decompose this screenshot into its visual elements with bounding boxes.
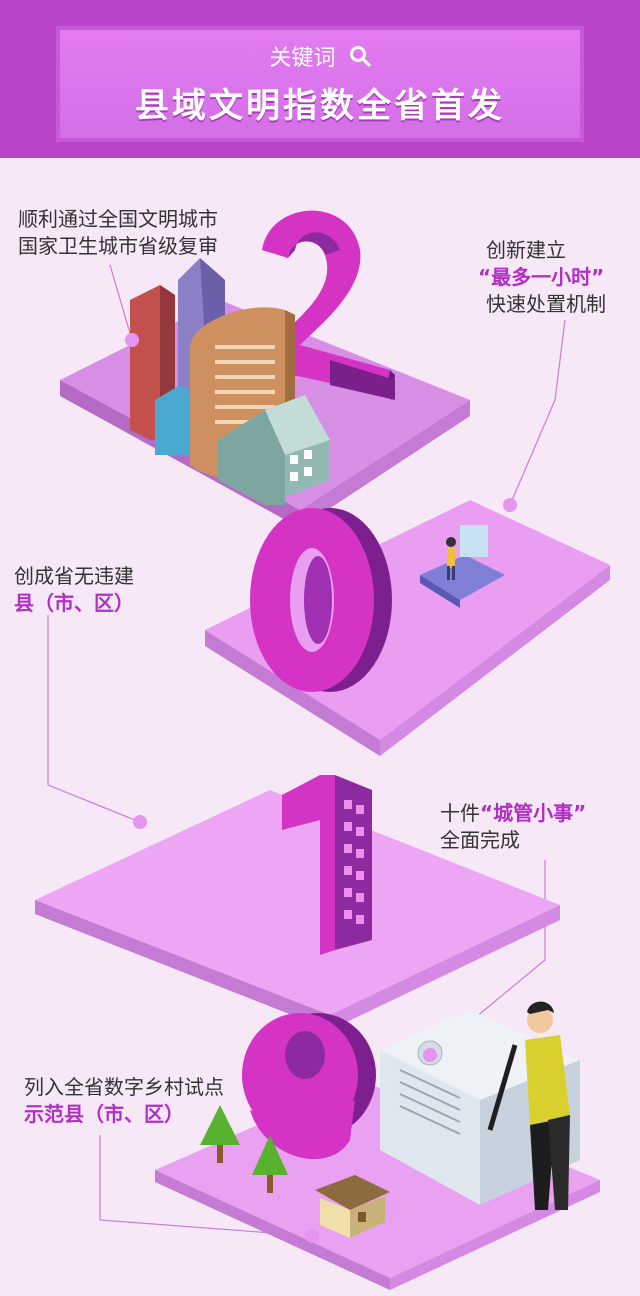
item-5-highlight: 示范县（市、区）: [24, 1102, 184, 1126]
digit-1-shape: [282, 775, 372, 955]
connector-2: [509, 319, 566, 506]
dot-1: [125, 333, 139, 347]
search-icon: [349, 45, 371, 67]
item-3-line1: 创成省无违建: [14, 564, 134, 588]
connector-1: [109, 264, 133, 341]
item-3-label: 创成省无违建 县（市、区）: [14, 563, 134, 617]
item-4-prefix: 十件: [440, 801, 480, 825]
house: [315, 1175, 390, 1238]
item-2-line1: 创新建立: [486, 238, 566, 262]
header-banner: [56, 26, 584, 142]
dot-3: [133, 815, 147, 829]
keyword-line: 关键词: [0, 40, 640, 72]
trees: [200, 1105, 288, 1193]
digit-0-shape: [250, 508, 392, 692]
item-4-label: 十件“城管小事” 全面完成: [440, 800, 586, 854]
item-5-label: 列入全省数字乡村试点 示范县（市、区）: [24, 1074, 224, 1128]
item-4-line2: 全面完成: [440, 828, 520, 852]
man-figure: [487, 1001, 570, 1210]
buildings: [130, 258, 330, 505]
connector-3: [47, 615, 141, 823]
connector-5: [99, 1135, 313, 1237]
page-title: 县域文明指数全省首发: [135, 86, 505, 126]
keyword-label: 关键词: [269, 46, 336, 71]
item-2-highlight: “最多一小时”: [478, 265, 605, 289]
dot-5: [305, 1229, 319, 1243]
item-3-highlight: 县（市、区）: [14, 591, 134, 615]
item-4-highlight: “城管小事”: [480, 801, 587, 825]
item-2-line3: 快速处置机制: [486, 292, 606, 316]
presenter-figure: [420, 525, 505, 608]
item-2-label: 创新建立 “最多一小时” 快速处置机制: [478, 237, 606, 318]
item-1-line2: 国家卫生城市省级复审: [18, 234, 218, 258]
dot-4: [423, 1048, 437, 1062]
dot-2: [503, 498, 517, 512]
item-1-line1: 顺利通过全国文明城市: [18, 207, 218, 231]
item-5-line1: 列入全省数字乡村试点: [24, 1075, 224, 1099]
digit-9-shape: [242, 1013, 376, 1160]
item-1-label: 顺利通过全国文明城市 国家卫生城市省级复审: [18, 206, 218, 260]
platform-3: [35, 790, 560, 1030]
